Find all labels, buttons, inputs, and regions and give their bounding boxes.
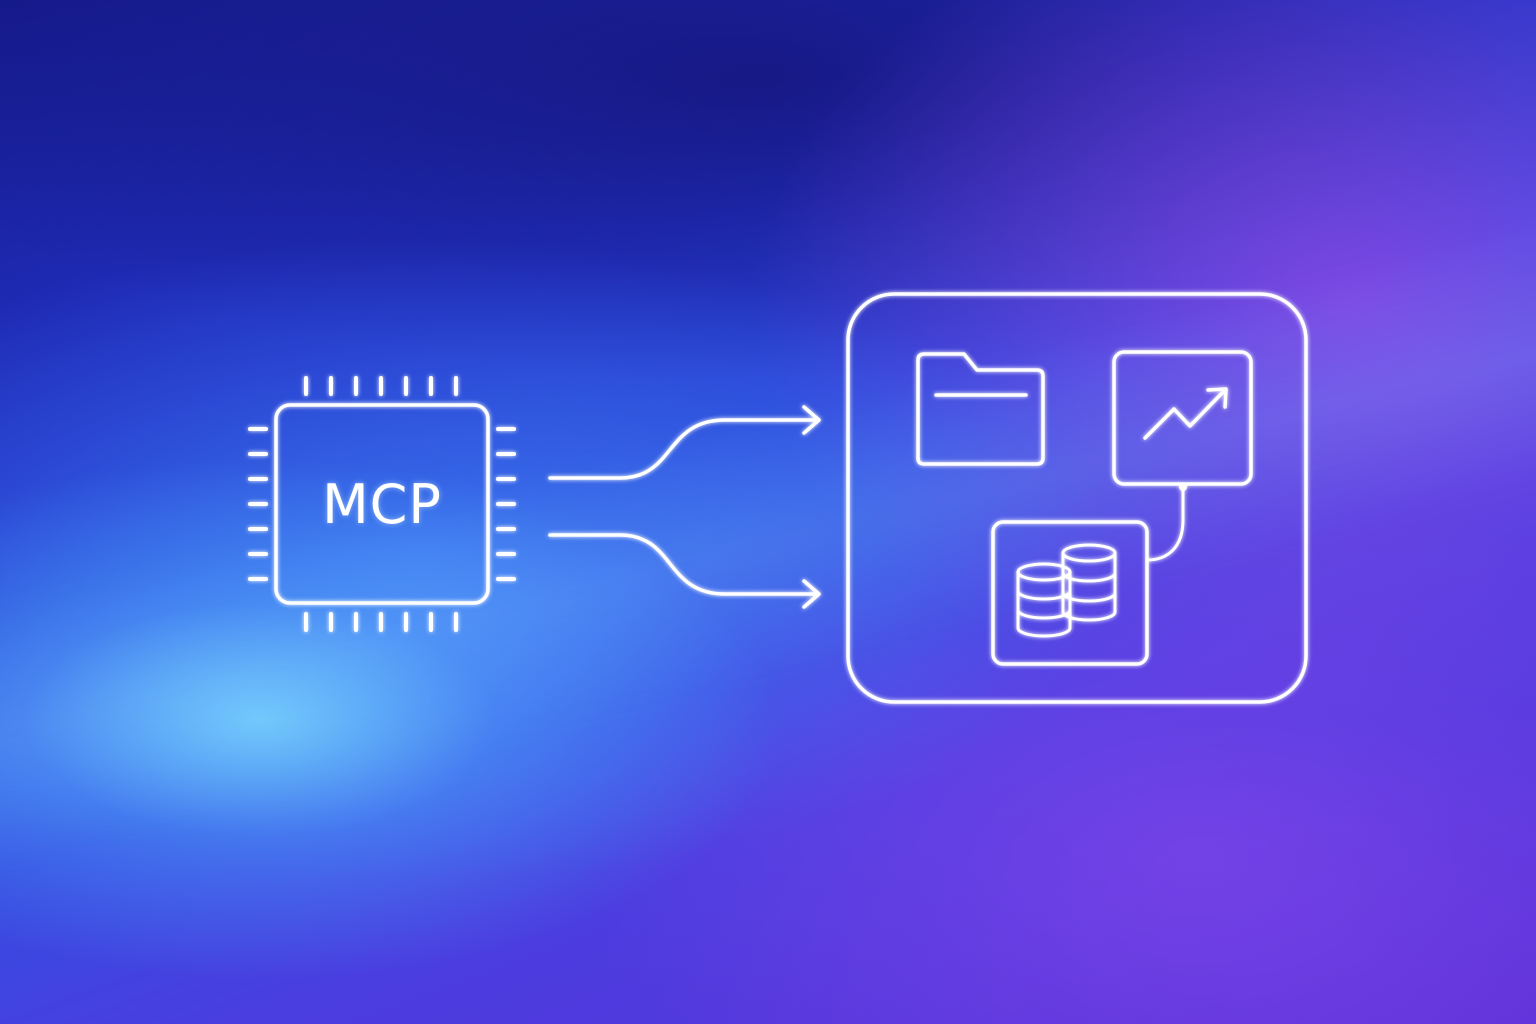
chip-pins-top (304, 376, 458, 396)
chip-body (274, 403, 490, 605)
trending-chart-icon (1112, 350, 1253, 486)
upper-arrow-head (802, 405, 821, 435)
chip-label: MCP (322, 472, 442, 536)
folder-icon (916, 352, 1045, 466)
lower-arrow-line (548, 533, 820, 596)
panel-connector (1145, 483, 1187, 562)
connector-node (1179, 483, 1187, 491)
resources-panel-frame (846, 292, 1308, 704)
lower-arrow (548, 533, 821, 609)
database-stack-icon (991, 520, 1149, 666)
upper-arrow (548, 405, 821, 480)
lower-arrow-head (802, 579, 821, 609)
upper-arrow-line (548, 418, 820, 480)
chip-pins-right (496, 427, 516, 581)
database-cylinder-front (1016, 562, 1072, 638)
microchip-icon (248, 376, 516, 632)
chip-pins-bottom (304, 612, 458, 632)
chip-pins-left (248, 427, 268, 581)
resources-panel (846, 292, 1308, 704)
